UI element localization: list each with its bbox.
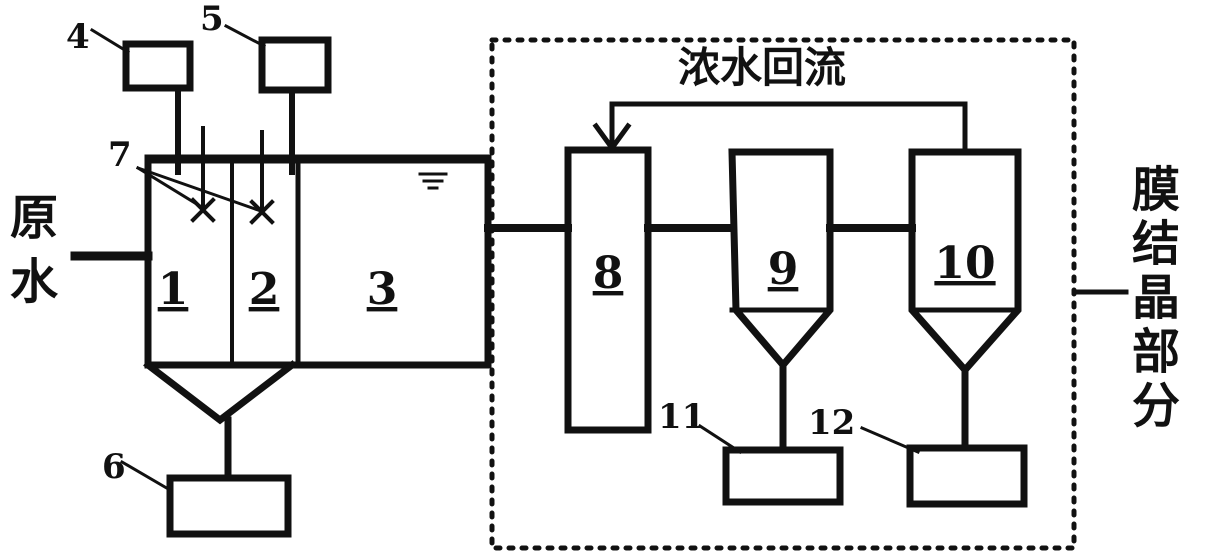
stirrer-1 bbox=[190, 126, 216, 223]
raw-water-label-line1: 原 bbox=[10, 190, 58, 246]
callout-7-leader-a bbox=[135, 165, 203, 209]
main-tank-outline bbox=[144, 154, 492, 369]
callout-11-leader bbox=[697, 423, 743, 455]
membrane-label-char-2: 结 bbox=[1132, 216, 1180, 272]
raw-water-label-line2: 水 bbox=[10, 254, 59, 310]
callout-12-leader bbox=[860, 426, 920, 454]
membrane-label-char-3: 晶 bbox=[1132, 270, 1180, 326]
crystallizer-9 bbox=[728, 148, 834, 371]
callout-7-leader-b bbox=[136, 166, 260, 212]
callout-7: 7 bbox=[108, 135, 132, 175]
sludge-box-6 bbox=[166, 474, 292, 538]
callout-4-leader bbox=[89, 27, 131, 55]
reflux-arrowhead bbox=[592, 122, 632, 153]
callout-4: 4 bbox=[66, 17, 90, 57]
callout-6: 6 bbox=[102, 447, 126, 487]
dosing-box-4 bbox=[122, 40, 194, 92]
callout-5: 5 bbox=[200, 0, 224, 39]
crystallizer-9-label: 9 bbox=[768, 244, 799, 295]
water-level-symbol bbox=[418, 172, 448, 190]
column-8 bbox=[564, 146, 652, 434]
callout-5-leader bbox=[223, 23, 267, 49]
crystallizer-10-label: 10 bbox=[934, 238, 995, 289]
callout-12: 12 bbox=[808, 403, 855, 443]
membrane-label-char-5: 分 bbox=[1132, 378, 1180, 434]
dosing-box-5 bbox=[258, 36, 332, 94]
collection-box-11 bbox=[722, 446, 844, 506]
membrane-label-char-1: 膜 bbox=[1132, 162, 1180, 218]
tank-3-label: 3 bbox=[367, 264, 398, 315]
column-8-label: 8 bbox=[593, 248, 624, 299]
collection-box-12 bbox=[906, 444, 1028, 508]
membrane-label-char-4: 部 bbox=[1132, 324, 1180, 380]
crystallizer-10 bbox=[908, 148, 1022, 376]
tank-2-label: 2 bbox=[249, 264, 280, 315]
reflux-title: 浓水回流 bbox=[678, 43, 846, 92]
callout-6-leader bbox=[119, 459, 173, 493]
stirrer-2 bbox=[249, 130, 275, 225]
callout-11: 11 bbox=[658, 397, 705, 437]
hopper-cone-1-2 bbox=[143, 360, 297, 425]
reflux-pipe bbox=[609, 101, 968, 155]
tank-1-label: 1 bbox=[158, 264, 189, 315]
